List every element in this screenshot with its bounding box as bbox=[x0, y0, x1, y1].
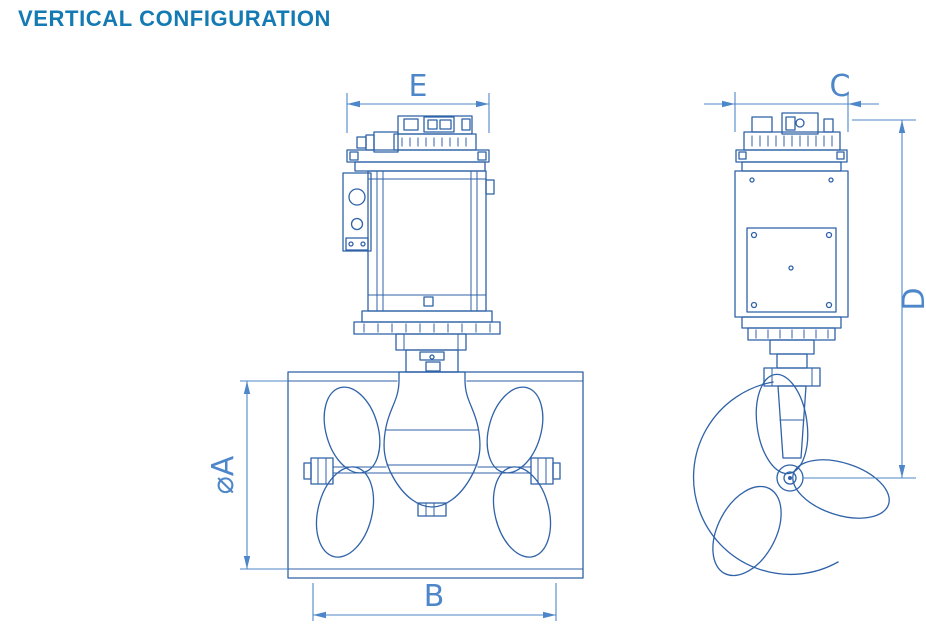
hub-cap-left bbox=[303, 457, 334, 485]
junction-box bbox=[342, 172, 372, 252]
motor-access-panel bbox=[746, 227, 837, 313]
gear-leg-side bbox=[763, 367, 821, 459]
cable-connector bbox=[356, 131, 399, 153]
dimension-label-a: ⌀A bbox=[206, 455, 241, 494]
dimension-a: ⌀A bbox=[206, 380, 288, 570]
dimension-label-e: E bbox=[409, 69, 428, 104]
propeller-shafts bbox=[303, 457, 561, 485]
page-title: VERTICAL CONFIGURATION bbox=[18, 6, 332, 31]
dimension-d: D bbox=[803, 119, 926, 479]
dimension-c: C bbox=[704, 69, 879, 132]
dimension-e: E bbox=[346, 69, 490, 133]
tunnel bbox=[287, 371, 584, 579]
motor-side bbox=[734, 112, 849, 369]
hub-cap-right bbox=[530, 457, 561, 485]
gear-pod bbox=[383, 371, 481, 517]
dimension-b: B bbox=[312, 579, 557, 621]
propellers-front bbox=[315, 386, 552, 558]
side-view-drawing: C bbox=[692, 69, 926, 577]
dimension-label-c: C bbox=[830, 69, 851, 104]
motor-front bbox=[342, 115, 501, 373]
dimension-label-d: D bbox=[897, 287, 926, 310]
dimension-label-b: B bbox=[424, 579, 445, 614]
front-view-drawing: E bbox=[206, 69, 584, 621]
propeller-side bbox=[692, 373, 890, 577]
